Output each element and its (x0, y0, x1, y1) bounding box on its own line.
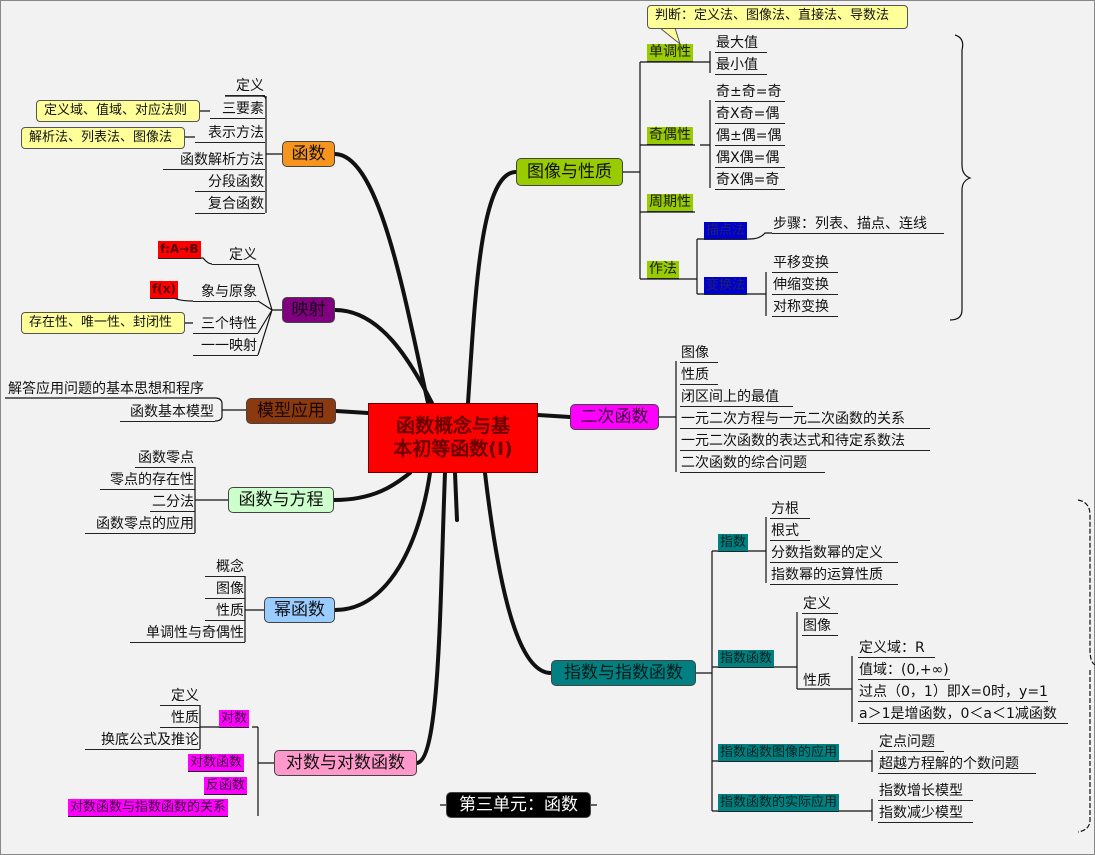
leaf: 三要素 (210, 100, 265, 119)
branch-power[interactable]: 幂函数 (264, 597, 335, 623)
leaf: 根式 (770, 522, 810, 541)
leaf: 平移变换 (772, 254, 838, 273)
leaf: 性质 (680, 366, 718, 385)
leaf: 函数零点 (135, 449, 195, 468)
leaf: 一一映射 (193, 337, 258, 356)
leaf: 表示方法 (195, 124, 265, 143)
leaf: 函数基本模型 (120, 403, 215, 422)
leaf: 分数指数幂的定义 (770, 544, 898, 563)
leaf: a＞1是增函数，0＜a＜1减函数 (858, 705, 1068, 724)
leaf: 定义 (160, 687, 200, 706)
leaf: 象与原象 (193, 283, 258, 302)
leaf: 定义 (212, 246, 258, 265)
exponent-sub-tag: 指数函数图像的应用 (718, 744, 840, 762)
branch-exponent[interactable]: 指数与指数函数 (551, 660, 696, 686)
leaf: 偶X偶=偶 (715, 149, 785, 168)
leaf: 复合函数 (195, 195, 265, 214)
leaf: 奇±奇=奇 (715, 83, 785, 102)
sub-topic-period: 周期性 (647, 194, 693, 212)
log-sub-tag: 对数函数 (188, 754, 245, 772)
branch-equation[interactable]: 函数与方程 (228, 487, 334, 513)
leaf: 定义 (225, 77, 265, 96)
judgement-callout: 判断：定义法、图像法、直接法、导数法 (647, 5, 908, 29)
mapping-tag: f:A→B (158, 241, 201, 259)
leaf: 指数减少模型 (878, 804, 973, 823)
leaf: 一元二次函数的表达式和待定系数法 (680, 432, 930, 451)
leaf: 定义域：R (858, 639, 935, 658)
branch-quadratic[interactable]: 二次函数 (570, 404, 659, 430)
leaf: 奇X偶=奇 (715, 171, 785, 190)
leaf: 性质 (205, 602, 245, 621)
leaf: 偶±偶=偶 (715, 127, 785, 146)
branch-graph-properties[interactable]: 图像与性质 (516, 158, 623, 186)
branch-log[interactable]: 对数与对数函数 (274, 750, 417, 776)
leaf: 换底公式及推论 (85, 731, 200, 750)
sub-topic-monotonic: 单调性 (647, 44, 693, 62)
leaf: 闭区间上的最值 (680, 388, 793, 407)
leaf: 定点问题 (878, 733, 944, 752)
leaf: 图像 (205, 580, 245, 599)
leaf: 最小值 (715, 56, 767, 75)
method-plot-tag: 描点法 (704, 222, 748, 240)
leaf: 概念 (205, 558, 245, 577)
leaf: 定义 (802, 595, 838, 614)
leaf: 解答应用问题的基本思想和程序 (8, 381, 204, 397)
leaf: 最大值 (715, 34, 767, 53)
mapping-tag: f(x) (150, 281, 178, 299)
leaf: 零点的存在性 (100, 471, 195, 490)
leaf: 分段函数 (195, 173, 265, 192)
leaf: 函数零点的应用 (85, 515, 195, 534)
leaf: 函数解析方法 (163, 151, 265, 170)
exponent-sub-tag: 指数函数的实际应用 (718, 794, 840, 812)
log-sub-tag: 对数函数与指数函数的关系 (68, 799, 229, 817)
leaf: 对称变换 (772, 298, 838, 317)
branch-mapping[interactable]: 映射 (282, 297, 335, 323)
leaf: 性质 (160, 709, 200, 728)
note-callout: 定义域、值域、对应法则 (36, 100, 200, 122)
note-callout: 存在性、唯一性、封闭性 (21, 312, 185, 334)
leaf: 伸缩变换 (772, 276, 838, 295)
leaf: 性质 (803, 673, 831, 689)
log-sub-tag: 对数 (219, 710, 250, 728)
leaf: 一元二次方程与一元二次函数的关系 (680, 410, 930, 429)
branch-function[interactable]: 函数 (282, 141, 335, 167)
sub-topic-drawing: 作法 (647, 261, 679, 279)
leaf: 图像 (680, 344, 718, 363)
leaf: 单调性与奇偶性 (130, 624, 245, 643)
footer-unit-label: 第三单元：函数 (446, 792, 591, 818)
leaf: 二分法 (150, 494, 195, 512)
leaf: 步骤：列表、描点、连线 (772, 215, 944, 234)
exponent-sub-tag: 指数函数 (718, 650, 775, 668)
leaf: 指数幂的运算性质 (770, 566, 898, 585)
leaf: 奇X奇=偶 (715, 105, 785, 124)
leaf: 超越方程解的个数问题 (878, 755, 1036, 774)
leaf: 方根 (770, 500, 810, 519)
leaf: 图像 (802, 617, 838, 636)
central-topic[interactable]: 函数概念与基本初等函数(I) (368, 403, 538, 473)
leaf: 过点（0，1）即X=0时，y=1 (858, 684, 1048, 702)
note-callout: 解析法、列表法、图像法 (21, 127, 185, 149)
leaf: 指数增长模型 (878, 782, 973, 801)
leaf: 三个特性 (193, 315, 258, 334)
sub-topic-parity: 奇偶性 (647, 127, 693, 145)
method-transform-tag: 变换法 (704, 277, 748, 295)
leaf: 二次函数的综合问题 (680, 454, 825, 473)
branch-model[interactable]: 模型应用 (246, 398, 336, 424)
log-sub-tag: 反函数 (204, 777, 248, 795)
exponent-sub-tag: 指数 (718, 534, 749, 552)
leaf: 值域：(0,+∞) (858, 662, 950, 680)
